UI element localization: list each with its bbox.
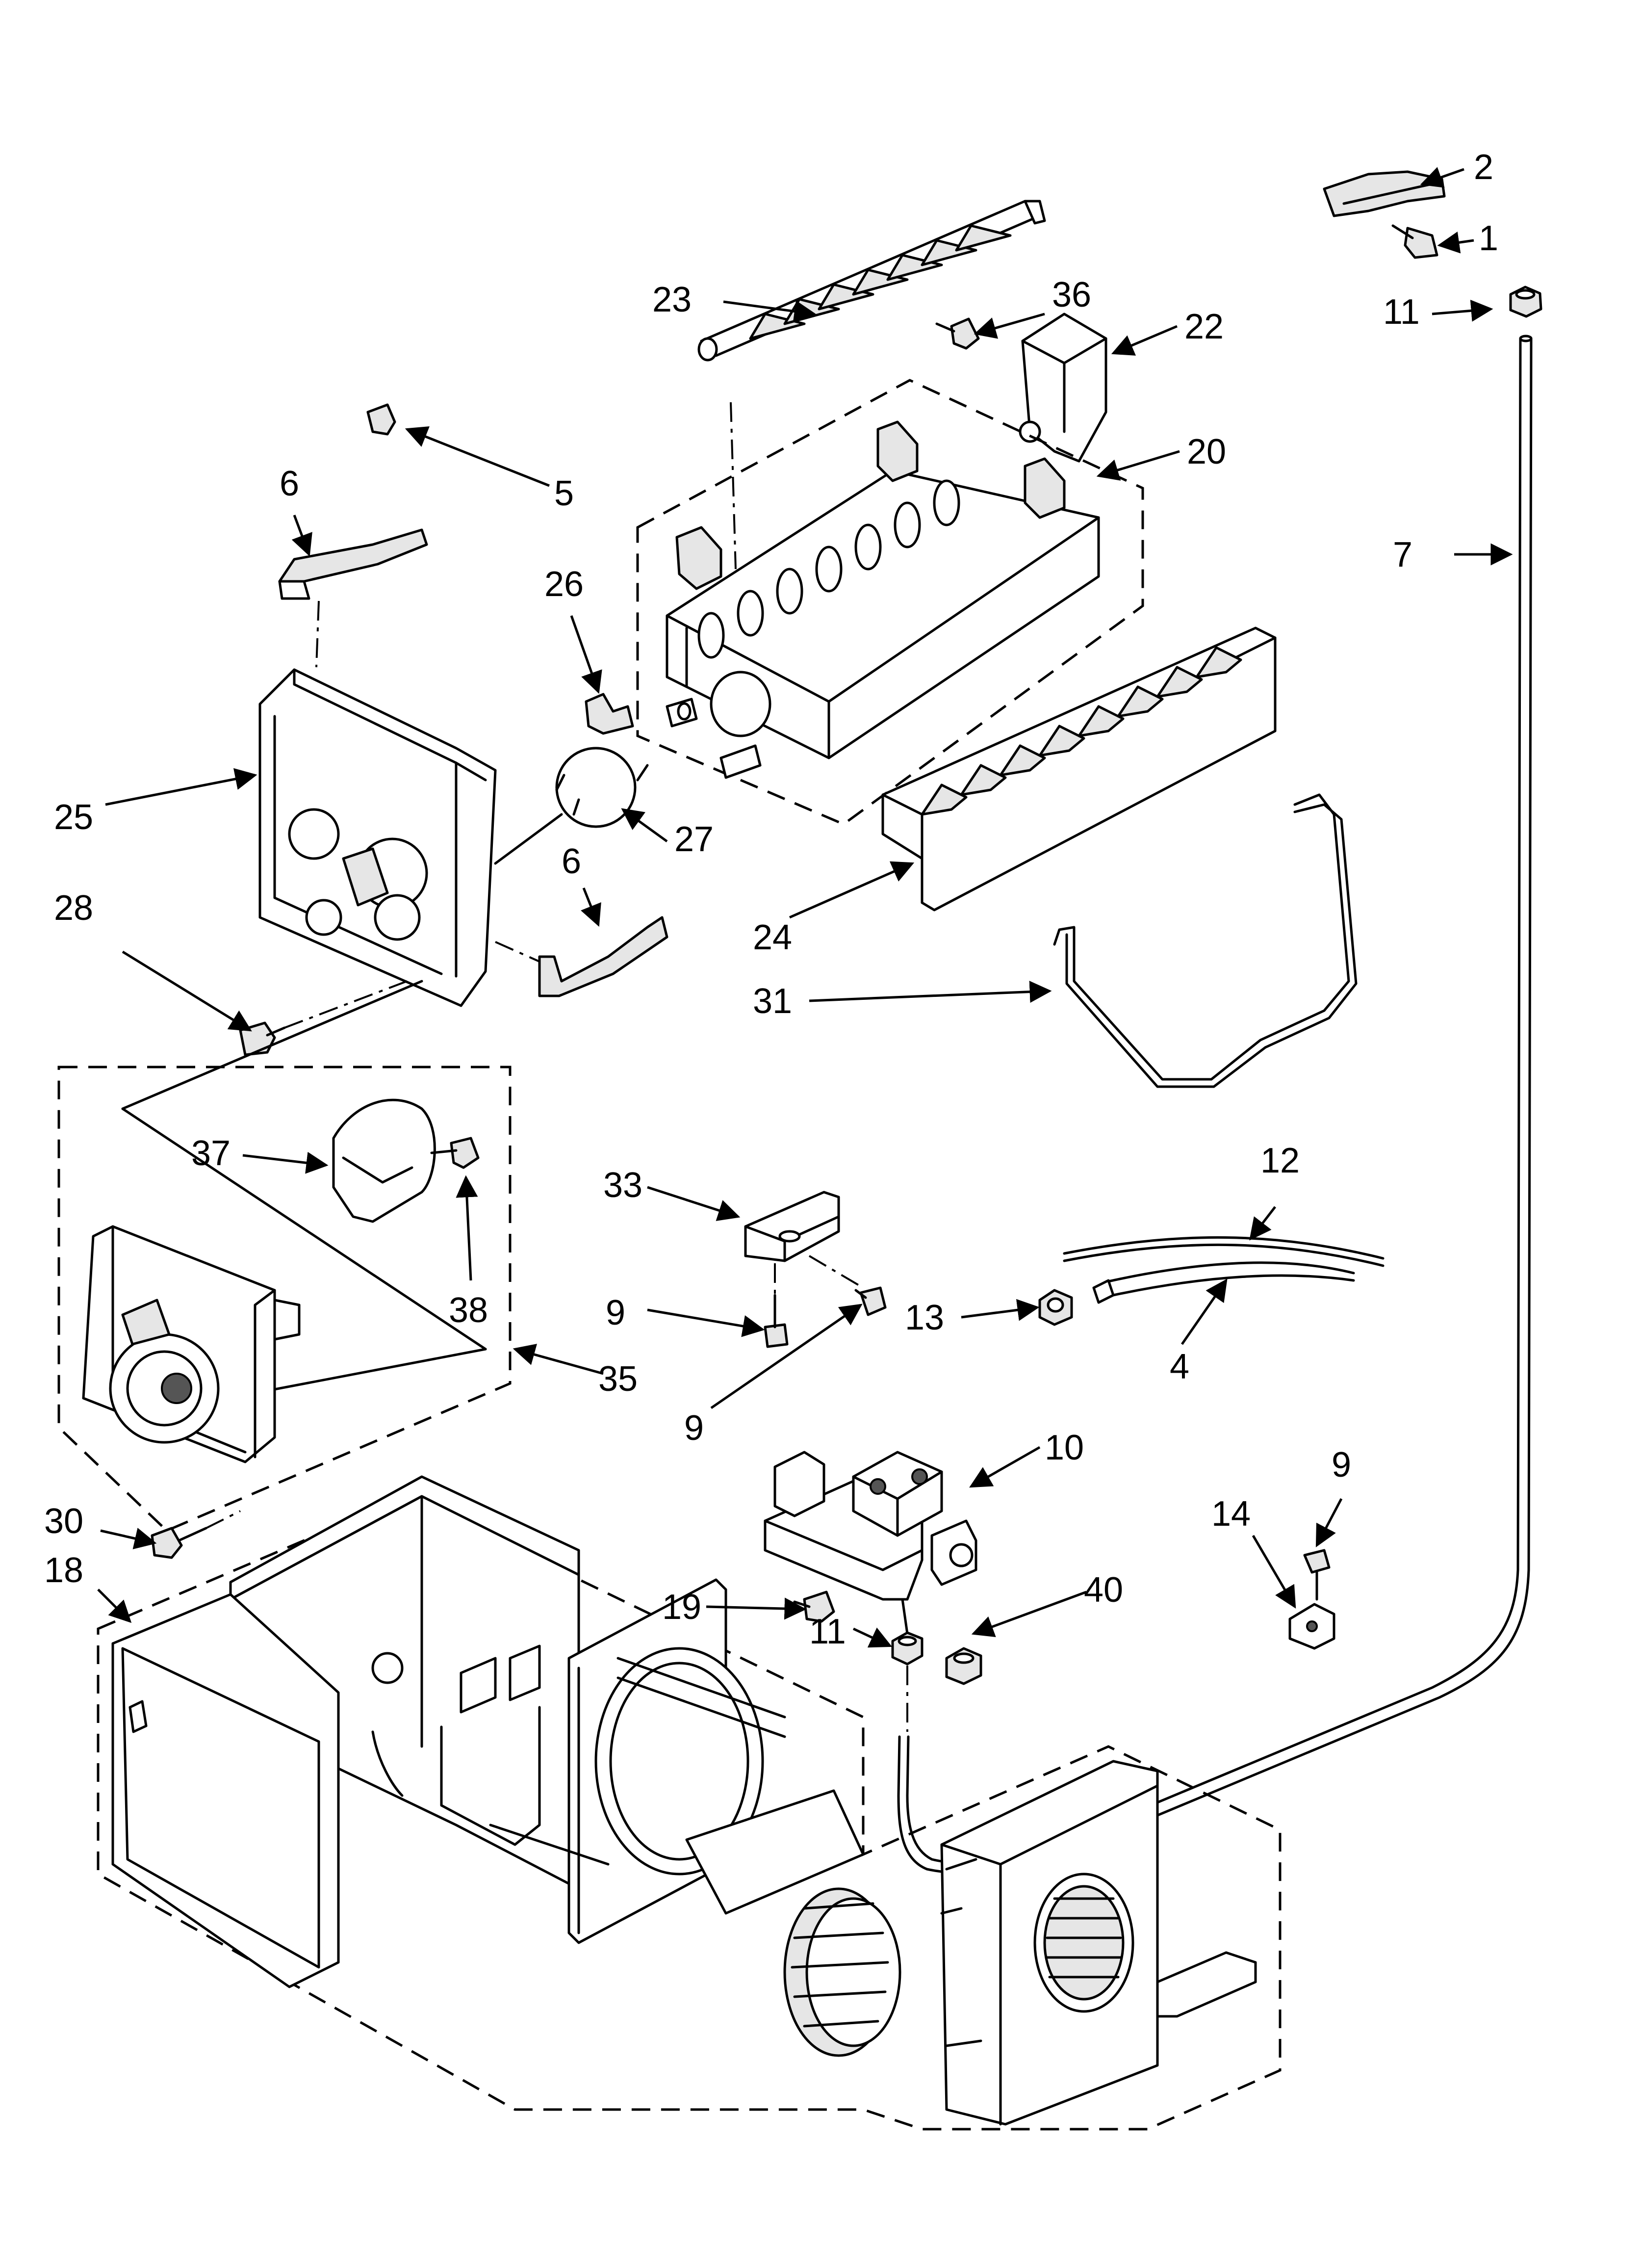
part-18-housing	[111, 1475, 580, 1988]
callout-38: 38	[449, 1291, 488, 1330]
part-40-nut	[945, 1647, 982, 1685]
callout-9-left: 9	[606, 1293, 625, 1332]
part-6-bracket-bottom	[538, 916, 668, 997]
part-23-ejector	[697, 200, 1046, 362]
part-24-stripper	[881, 626, 1277, 912]
part-26-clip	[585, 693, 634, 735]
part-5-clip	[366, 403, 396, 436]
part-18-blower-wheel	[783, 1887, 901, 2057]
callout-13: 13	[905, 1298, 944, 1337]
callout-labels: 2 1 11 23 36 22 20 5 6 26 7 25 27 6 28 2…	[44, 148, 1498, 1651]
part-12-tube	[1063, 1236, 1385, 1267]
callout-5: 5	[554, 474, 574, 513]
part-14-clamp	[1288, 1603, 1335, 1650]
callout-33: 33	[603, 1166, 642, 1205]
callout-30: 30	[44, 1502, 83, 1541]
part-2-clip	[1323, 170, 1446, 217]
part-35-module	[82, 1225, 301, 1463]
part-11-nut-bottom	[891, 1631, 924, 1666]
callout-7: 7	[1393, 535, 1412, 574]
leader-lines	[97, 167, 1513, 1648]
part-1-screw	[1391, 224, 1438, 259]
part-9-screw-clamp	[1303, 1549, 1331, 1601]
part-18-fan-housing	[940, 1760, 1257, 2126]
part-33-bracket	[744, 1191, 840, 1262]
callout-20: 20	[1187, 432, 1226, 471]
part-20-mold	[666, 420, 1100, 779]
part-18-dashed-boundary	[97, 1495, 1282, 2131]
callout-4: 4	[1170, 1347, 1189, 1386]
callout-11-top: 11	[1383, 292, 1420, 332]
callout-24: 24	[753, 918, 792, 957]
part-6-bracket-top	[278, 528, 428, 600]
part-37-motor	[332, 1098, 436, 1223]
part-9-screw-right	[854, 1286, 887, 1316]
part-13-nut	[1038, 1289, 1073, 1326]
callout-22: 22	[1184, 307, 1224, 346]
part-31-wire-arm	[1053, 793, 1358, 1088]
callout-23: 23	[652, 280, 692, 319]
callout-19: 19	[662, 1588, 701, 1627]
part-10-water-valve	[764, 1451, 977, 1635]
callout-35: 35	[598, 1359, 638, 1399]
part-4-tube	[1092, 1261, 1355, 1304]
callout-1: 1	[1479, 219, 1498, 258]
callout-9-right: 9	[1332, 1445, 1351, 1485]
callout-6-top: 6	[280, 464, 299, 503]
callout-14: 14	[1211, 1494, 1251, 1534]
callout-40: 40	[1084, 1570, 1123, 1610]
part-35-dashed-boundary	[57, 1066, 512, 1532]
callout-26: 26	[544, 565, 584, 604]
callout-9-lower: 9	[684, 1408, 704, 1448]
part-36-screw	[935, 317, 980, 350]
callout-25: 25	[54, 798, 93, 837]
callout-11-bottom: 11	[809, 1612, 846, 1651]
callout-12: 12	[1260, 1141, 1300, 1180]
callout-6-bottom: 6	[562, 842, 581, 881]
part-18-frame-plate	[489, 1578, 865, 1944]
part-27-motor	[555, 747, 649, 828]
callout-18: 18	[44, 1551, 83, 1590]
callout-31: 31	[753, 982, 792, 1021]
callout-28: 28	[54, 888, 93, 928]
part-20-dashed-boundary	[636, 379, 1144, 826]
callout-2: 2	[1474, 148, 1493, 187]
part-11-nut-top	[1509, 286, 1542, 318]
part-18-solenoid	[371, 1644, 541, 1846]
part-38-screw	[430, 1137, 480, 1169]
callout-36: 36	[1052, 275, 1091, 314]
callout-37: 37	[191, 1134, 231, 1173]
callout-27: 27	[674, 820, 714, 859]
part-9-screw-left	[764, 1294, 789, 1348]
callout-10: 10	[1045, 1428, 1084, 1467]
part-22-cover	[1019, 313, 1107, 463]
part-30-screw	[151, 1527, 207, 1559]
part-25-housing	[258, 668, 497, 1007]
